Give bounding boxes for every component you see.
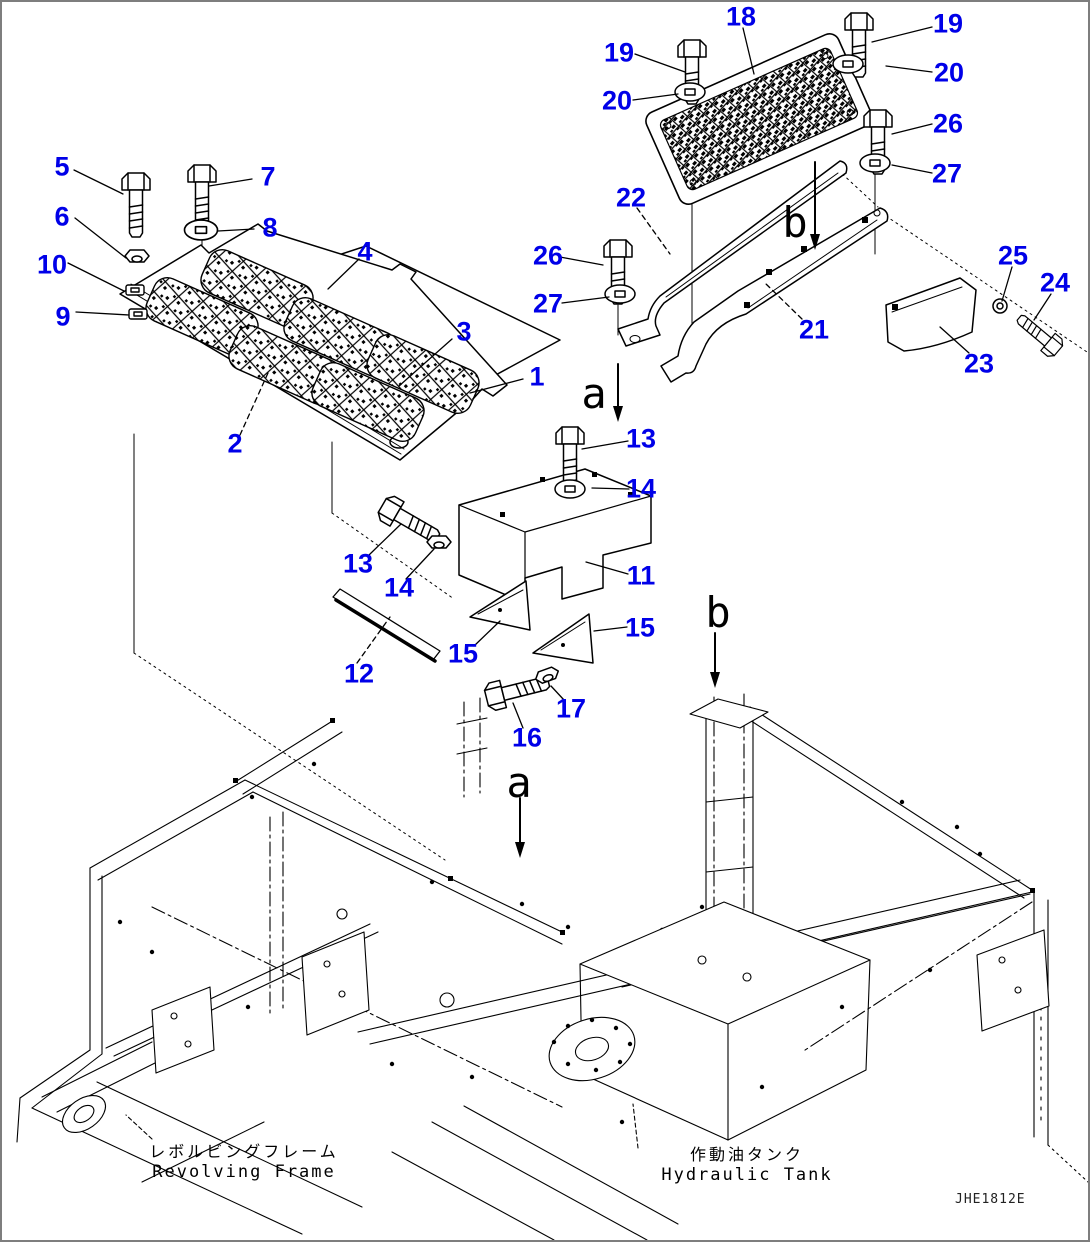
- part-callout: 16: [511, 722, 543, 753]
- washer-14-top: [554, 479, 586, 499]
- view-arrows: [515, 161, 820, 858]
- arrow-b-lower: [710, 632, 720, 688]
- part-callout: 23: [963, 348, 995, 379]
- part-callout: 18: [725, 1, 757, 32]
- part-callout: 27: [931, 158, 963, 189]
- part-callout: 2: [227, 428, 243, 459]
- part-callout: 19: [603, 37, 635, 68]
- part-callout: 13: [342, 548, 374, 579]
- part-callout: 5: [54, 151, 70, 182]
- part-callout: 8: [262, 212, 278, 243]
- part-callout: 24: [1039, 267, 1071, 298]
- part-15-gusset-left: [469, 580, 531, 631]
- part-2-tread-plate: [145, 276, 425, 443]
- part-15-gusset-right: [532, 613, 594, 664]
- washer-20-left: [674, 82, 706, 102]
- part-callout: 13: [625, 423, 657, 454]
- bolt-24: [1011, 308, 1067, 360]
- part-callout: 10: [36, 249, 68, 280]
- caption-hydraulic-tank: 作動油タンク Hydraulic Tank: [617, 1144, 877, 1186]
- washer-14-left: [426, 535, 452, 549]
- part-callout: 12: [343, 658, 375, 689]
- part-callout: 11: [626, 560, 656, 591]
- part-callout: 26: [532, 240, 564, 271]
- part-callout: 25: [997, 240, 1029, 271]
- arrow-b-upper: [810, 161, 820, 250]
- part-callout: 26: [932, 108, 964, 139]
- part-callout: 3: [456, 316, 472, 347]
- part-callout: 20: [933, 57, 965, 88]
- caption-hydraulic-tank-jp: 作動油タンク: [689, 1145, 804, 1164]
- washer-8: [183, 219, 219, 241]
- part-3-tread-plate: [200, 248, 480, 415]
- part-23-bracket: [885, 277, 977, 352]
- nut-6: [124, 249, 150, 263]
- caption-revolving-frame: レボルビングフレーム Revolving Frame: [144, 1141, 344, 1183]
- part-callout: 14: [383, 572, 415, 603]
- arrow-a-lower: [515, 797, 525, 858]
- caption-revolving-frame-en: Revolving Frame: [152, 1162, 336, 1182]
- part-callout: 27: [532, 288, 564, 319]
- washer-27-mid: [604, 284, 636, 304]
- washer-27-top: [859, 153, 891, 173]
- part-callout: 15: [624, 612, 656, 643]
- bolt-5: [121, 172, 151, 238]
- view-letter: a: [581, 369, 607, 418]
- hydraulic-tank-structure: [548, 693, 871, 1141]
- view-letter: a: [506, 758, 532, 807]
- assembly-lines: [133, 72, 1088, 861]
- part-callout: 15: [447, 638, 479, 669]
- part-callout: 7: [260, 161, 276, 192]
- part-callout: 1: [529, 361, 545, 392]
- part-callout: 6: [54, 201, 70, 232]
- part-11-bracket: [458, 468, 652, 604]
- clip-10: [125, 284, 145, 296]
- part-21-handrail: [660, 207, 889, 383]
- arrow-a-upper: [613, 363, 623, 422]
- part-callout: 21: [798, 314, 830, 345]
- washer-25: [992, 298, 1008, 314]
- part-callout: 22: [615, 182, 647, 213]
- caption-revolving-frame-jp: レボルビングフレーム: [149, 1142, 339, 1161]
- part-callout: 20: [601, 85, 633, 116]
- part-22-handrail: [617, 160, 848, 347]
- part-callout: 9: [55, 301, 71, 332]
- part-callout: 4: [357, 236, 373, 267]
- part-callout: 14: [625, 473, 657, 504]
- caption-hydraulic-tank-en: Hydraulic Tank: [661, 1165, 833, 1185]
- clip-9: [128, 308, 148, 320]
- part-1-floor-cover: [119, 223, 508, 461]
- part-callout: 19: [932, 8, 964, 39]
- view-letter: b: [782, 198, 808, 247]
- part-callout: 17: [555, 693, 587, 724]
- leader-lines: [67, 26, 1052, 729]
- part-12-strip: [332, 588, 441, 663]
- figure-code: JHE1812E: [955, 1192, 1026, 1207]
- washer-20-right: [832, 54, 864, 74]
- view-letter: b: [705, 588, 731, 637]
